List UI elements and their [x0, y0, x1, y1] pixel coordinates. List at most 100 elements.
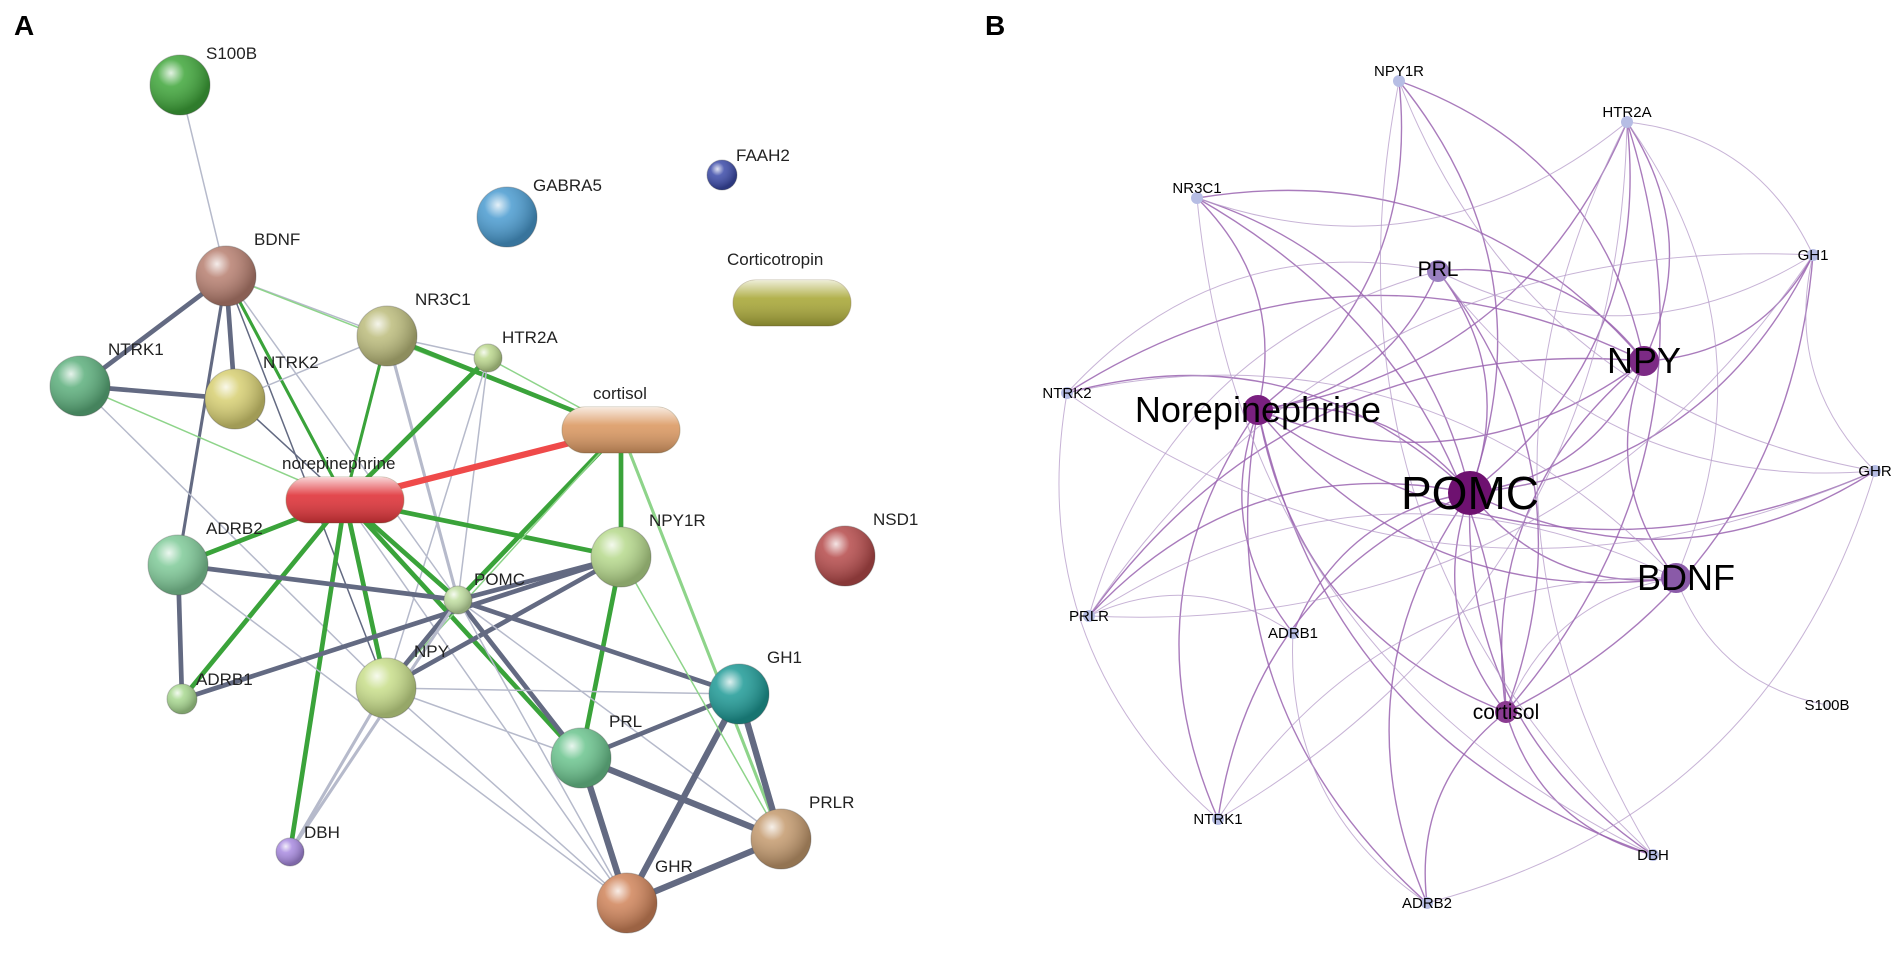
a-node-label-nr3c1: NR3C1 — [415, 290, 471, 309]
b-edge-pomc-adrb1 — [1292, 492, 1471, 634]
b-node-label-prlr: PRLR — [1069, 608, 1109, 625]
b-edge-norepinephrine-nr3c1 — [1196, 197, 1266, 411]
a-edge-pomc-gh1 — [455, 597, 742, 697]
a-node-gloss-ntrk1 — [50, 356, 110, 416]
a-node-s100b: S100B — [149, 44, 257, 116]
a-node-label-cortisol: cortisol — [593, 384, 647, 403]
b-node-dot-ghr — [1869, 465, 1881, 477]
b-edge-npy-gh1 — [1643, 254, 1814, 362]
a-node-htr2a: HTR2A — [473, 328, 558, 373]
b-edge-bdnf-s100b — [1675, 577, 1828, 706]
a-node-label-prlr: PRLR — [809, 793, 854, 812]
b-node-label-gh1: GH1 — [1798, 247, 1829, 264]
b-node-s100b: S100B — [1804, 697, 1849, 714]
b-edge-norepinephrine-ntrk1 — [1178, 409, 1259, 820]
b-edge-cortisol-nr3c1 — [1196, 197, 1507, 713]
a-edge-pomc-dbh — [288, 598, 460, 854]
a-edge-htr2a-npy — [385, 357, 489, 689]
b-edge-adrb1-prlr — [1088, 594, 1294, 634]
a-edge-norepinephrine-ghr — [344, 499, 628, 904]
a-node-ghr: GHR — [596, 857, 693, 934]
a-node-label-s100b: S100B — [206, 44, 257, 63]
a-node-label-ghr: GHR — [655, 857, 693, 876]
b-node-dbh: DBH — [1637, 847, 1669, 864]
a-edge-cortisol-npy — [385, 429, 622, 689]
b-node-nr3c1: NR3C1 — [1172, 180, 1222, 204]
a-edge-cortisol-pomc — [455, 427, 624, 603]
b-edge-adrb2-ghr — [1426, 470, 1876, 904]
a-node-gloss-corticotropin — [733, 280, 851, 326]
b-node-bdnf: BDNF — [1637, 557, 1735, 598]
a-node-gloss-npy — [356, 658, 416, 718]
b-edge-pomc-ntrk1 — [1217, 492, 1471, 820]
b-edge-npy-prl — [1437, 268, 1645, 362]
b-edge-prl-gh1 — [1437, 254, 1814, 317]
b-node-dot-nr3c1 — [1191, 192, 1203, 204]
b-edge-pomc-ntrk2 — [1066, 374, 1471, 494]
a-node-gabra5: GABRA5 — [476, 176, 602, 248]
b-edge-npy-prlr — [1088, 357, 1645, 617]
a-node-label-ntrk2: NTRK2 — [263, 353, 319, 372]
a-node-gloss-adrb1 — [167, 684, 197, 714]
b-node-dot-prlr — [1083, 610, 1095, 622]
b-node-label-npy: NPY — [1607, 340, 1681, 381]
b-edge-ntrk2-ntrk1 — [1058, 392, 1219, 820]
b-edge-pomc-prlr — [1088, 482, 1471, 617]
b-node-ghr: GHR — [1858, 463, 1892, 480]
a-edge-npy-prl — [385, 687, 582, 759]
a-edge-norepinephrine-adrb1 — [179, 497, 348, 702]
b-node-label-htr2a: HTR2A — [1602, 104, 1651, 121]
b-edge-norepinephrine-bdnf — [1257, 409, 1677, 584]
b-edge-pomc-nr3c1 — [1196, 197, 1471, 494]
b-edge-norepinephrine-ghr — [1257, 409, 1876, 531]
a-edge-npy-gh1 — [385, 687, 740, 695]
b-edge-adrb1-adrb2 — [1292, 632, 1428, 904]
panel-b-edges — [1058, 80, 1876, 904]
a-node-prlr: PRLR — [750, 793, 854, 870]
a-edge-s100b-bdnf — [179, 84, 227, 277]
b-node-label-dbh: DBH — [1637, 847, 1669, 864]
b-edge-gh1-ghr — [1805, 254, 1876, 472]
b-node-adrb2: ADRB2 — [1402, 895, 1452, 912]
a-node-ntrk2: NTRK2 — [204, 353, 319, 430]
panel-a-letter: A — [14, 10, 34, 41]
b-node-label-ghr: GHR — [1858, 463, 1892, 480]
b-node-dot-s100b — [1822, 700, 1832, 710]
b-node-dot-gh1 — [1807, 249, 1819, 261]
b-node-cortisol: cortisol — [1473, 701, 1539, 724]
b-node-dot-htr2a — [1621, 116, 1633, 128]
b-edge-bdnf-ntrk2 — [1066, 374, 1677, 579]
b-node-label-adrb2: ADRB2 — [1402, 895, 1452, 912]
b-node-dot-norepinephrine — [1243, 395, 1273, 425]
a-node-npy: NPY — [355, 642, 449, 719]
a-node-label-ntrk1: NTRK1 — [108, 340, 164, 359]
b-node-label-npy1r: NPY1R — [1374, 63, 1424, 80]
a-node-label-gabra5: GABRA5 — [533, 176, 602, 195]
b-node-gh1: GH1 — [1798, 247, 1829, 264]
b-edge-prl-prlr — [1088, 270, 1439, 617]
b-node-npy1r: NPY1R — [1374, 63, 1424, 87]
a-node-nr3c1: NR3C1 — [356, 290, 471, 367]
a-node-faah2: FAAH2 — [706, 146, 790, 191]
b-node-dot-adrb2 — [1421, 897, 1433, 909]
b-node-label-adrb1: ADRB1 — [1268, 625, 1318, 642]
b-node-pomc: POMC — [1401, 467, 1539, 519]
a-edge-htr2a-pomc — [457, 357, 489, 601]
a-edge-bdnf-norepinephrine — [224, 274, 347, 502]
b-node-dot-pomc — [1448, 471, 1492, 515]
a-edge-norepinephrine-prl — [342, 497, 584, 761]
b-node-ntrk2: NTRK2 — [1042, 385, 1091, 402]
b-edge-bdnf-prlr — [1088, 513, 1677, 617]
a-node-gloss-prlr — [751, 809, 811, 869]
b-node-ntrk1: NTRK1 — [1193, 811, 1242, 828]
a-node-adrb1: ADRB1 — [166, 670, 253, 715]
a-edge-nr3c1-pomc — [385, 334, 460, 602]
panel-a-network: S100BFAAH2GABRA5CorticotropinBDNFNR3C1HT… — [49, 44, 918, 934]
b-edge-bdnf-ntrk1 — [1217, 577, 1677, 820]
a-node-label-dbh: DBH — [304, 823, 340, 842]
a-node-gloss-ghr — [597, 873, 657, 933]
b-node-dot-bdnf — [1661, 563, 1691, 593]
a-edge-npy1r-prlr — [620, 556, 782, 840]
b-edge-npy-htr2a — [1626, 121, 1671, 362]
